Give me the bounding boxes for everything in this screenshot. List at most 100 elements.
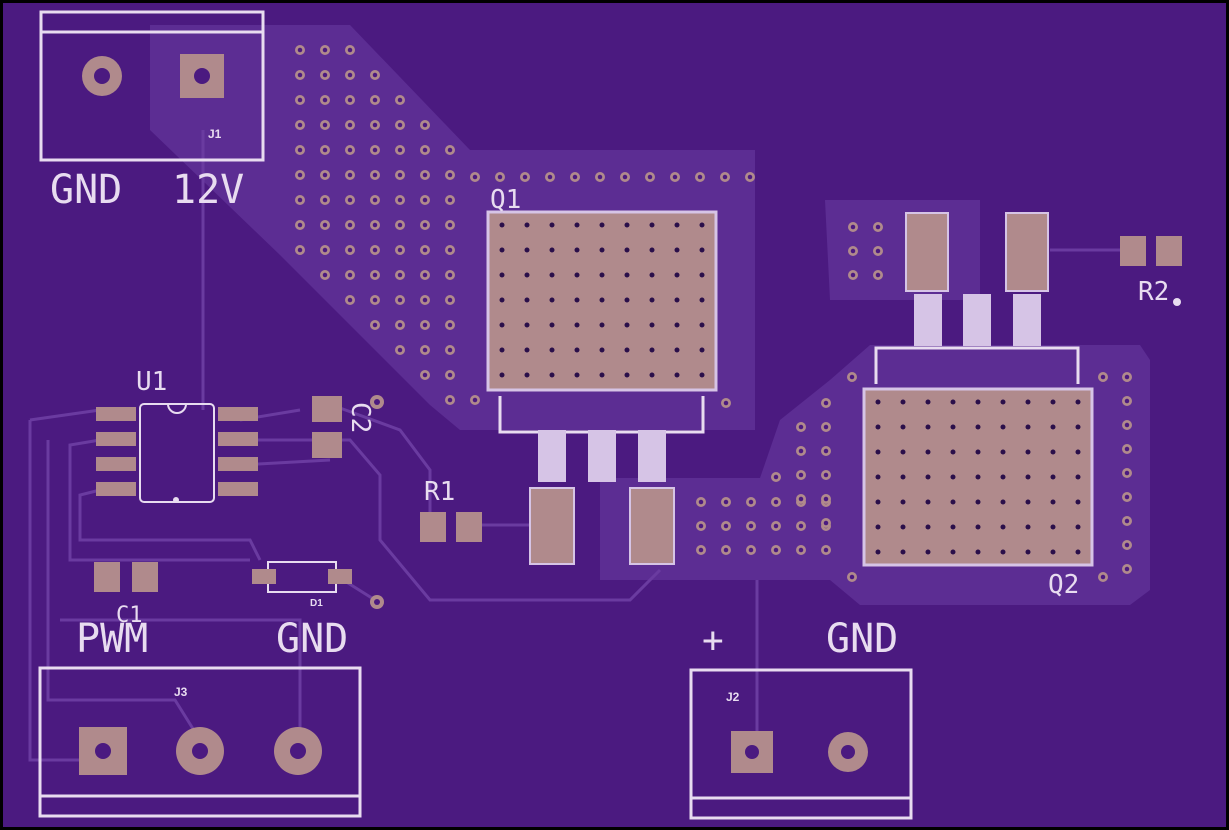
connector-j3: PWM GND J3	[38, 616, 362, 818]
via	[624, 347, 630, 353]
via	[524, 372, 530, 378]
via	[975, 499, 981, 505]
via	[524, 297, 530, 303]
via	[1075, 549, 1081, 555]
connector-j2: + GND J2	[689, 616, 913, 820]
via	[499, 247, 505, 253]
r1-ref: R1	[424, 477, 455, 507]
via	[599, 322, 605, 328]
via	[649, 347, 655, 353]
via	[950, 549, 956, 555]
via	[674, 247, 680, 253]
via	[549, 247, 555, 253]
via	[674, 372, 680, 378]
j2-label-plus: +	[702, 620, 724, 661]
via	[499, 297, 505, 303]
via	[649, 297, 655, 303]
via	[599, 272, 605, 278]
mosfet-q1: Q1	[486, 185, 718, 565]
via	[649, 272, 655, 278]
via	[1000, 524, 1006, 530]
via	[499, 272, 505, 278]
via	[599, 372, 605, 378]
via	[900, 549, 906, 555]
via	[950, 499, 956, 505]
via	[499, 322, 505, 328]
via	[1025, 399, 1031, 405]
via	[950, 449, 956, 455]
via	[1075, 399, 1081, 405]
via	[574, 272, 580, 278]
via	[1025, 499, 1031, 505]
diode-d1: D1	[252, 561, 384, 609]
via	[624, 222, 630, 228]
via	[950, 474, 956, 480]
via	[699, 222, 705, 228]
via	[699, 322, 705, 328]
via	[524, 347, 530, 353]
via	[925, 474, 931, 480]
via	[1075, 524, 1081, 530]
via	[900, 449, 906, 455]
via	[875, 449, 881, 455]
via	[549, 222, 555, 228]
via	[624, 297, 630, 303]
j3-label-pwm: PWM	[76, 616, 148, 662]
via	[524, 247, 530, 253]
via	[674, 347, 680, 353]
via	[900, 524, 906, 530]
via	[1000, 549, 1006, 555]
via	[925, 524, 931, 530]
via	[875, 549, 881, 555]
via	[975, 524, 981, 530]
via	[1075, 499, 1081, 505]
via	[1050, 524, 1056, 530]
via	[524, 272, 530, 278]
r2-ref: R2	[1138, 277, 1169, 307]
via	[875, 474, 881, 480]
via	[975, 449, 981, 455]
via	[499, 372, 505, 378]
via	[975, 474, 981, 480]
u1-ref: U1	[136, 367, 167, 397]
via	[699, 272, 705, 278]
via	[900, 499, 906, 505]
via	[875, 399, 881, 405]
via	[1075, 474, 1081, 480]
via	[624, 272, 630, 278]
via	[624, 247, 630, 253]
via	[549, 272, 555, 278]
via	[1050, 499, 1056, 505]
via	[574, 297, 580, 303]
via	[549, 297, 555, 303]
j3-ref: J3	[174, 685, 188, 699]
c1-ref: C1	[116, 603, 143, 628]
via	[950, 524, 956, 530]
via	[574, 247, 580, 253]
ic-u1: U1	[96, 367, 258, 503]
via	[1000, 399, 1006, 405]
via	[1025, 524, 1031, 530]
via	[1025, 449, 1031, 455]
via	[925, 424, 931, 430]
mosfet-q2: Q2	[862, 212, 1094, 600]
via	[699, 297, 705, 303]
capacitor-c2: C2	[312, 395, 384, 458]
via	[599, 297, 605, 303]
via	[975, 399, 981, 405]
q2-ref: Q2	[1048, 570, 1079, 600]
via	[674, 297, 680, 303]
via	[925, 549, 931, 555]
via	[574, 372, 580, 378]
via	[699, 372, 705, 378]
via	[925, 449, 931, 455]
via	[649, 247, 655, 253]
via	[699, 247, 705, 253]
via	[574, 347, 580, 353]
j1-ref: J1	[208, 127, 222, 141]
via	[674, 222, 680, 228]
j1-label-gnd: GND	[50, 167, 122, 213]
via	[1050, 474, 1056, 480]
via	[1000, 474, 1006, 480]
via	[1000, 449, 1006, 455]
